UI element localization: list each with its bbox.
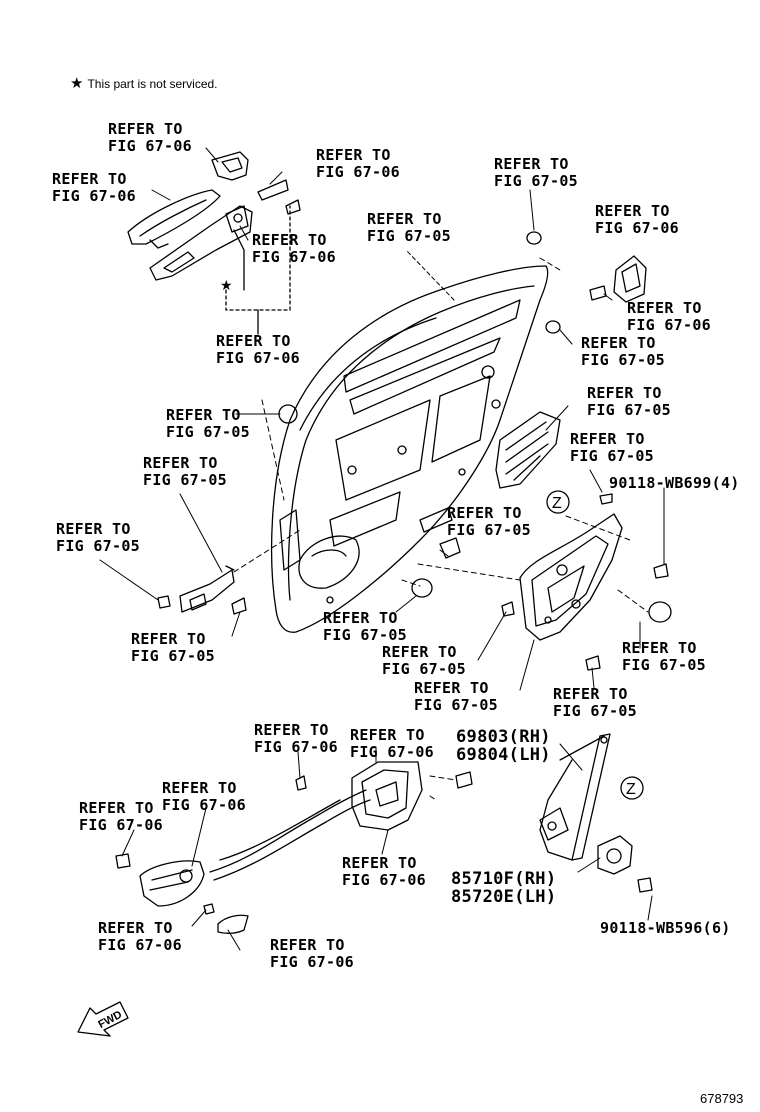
- alignment-lines: [233, 257, 649, 801]
- door-check: [157, 565, 247, 615]
- leader-lines: [99, 147, 665, 951]
- door-panel: [270, 265, 549, 633]
- outer-handle: [127, 189, 221, 249]
- svg-text:Z: Z: [552, 495, 562, 512]
- note-text: This part is not serviced.: [87, 77, 218, 91]
- striker-bracket: [589, 255, 647, 303]
- fwd-arrow: FWD: [77, 1001, 129, 1037]
- plug-far-right: [648, 601, 672, 623]
- regulator-motor: [597, 835, 653, 893]
- window-regulator: [539, 733, 611, 861]
- star-icon: ★: [70, 75, 84, 92]
- not-serviced-star: ★: [220, 278, 233, 294]
- handle-frame: [149, 205, 253, 291]
- not-serviced-note: ★This part is not serviced.: [70, 74, 218, 92]
- handle-seal: [257, 179, 289, 201]
- part-number-bolt-wb596: 90118-WB596(6): [600, 919, 731, 937]
- release-cables: [209, 789, 371, 881]
- inner-handle-bezel: [217, 914, 249, 934]
- part-number-regulator: 69803(RH)69804(LH): [456, 727, 551, 765]
- plug-left: [278, 404, 298, 424]
- svg-text:Z: Z: [626, 781, 636, 798]
- door-latch: [203, 761, 473, 915]
- inner-handle: [115, 853, 205, 907]
- part-number-bolt-wb699: 90118-WB699(4): [609, 474, 740, 492]
- outer-handle-cover: [211, 151, 249, 181]
- bumper: [439, 537, 461, 559]
- door-trim-piece: [495, 411, 561, 489]
- handle-screw: [285, 199, 301, 215]
- part-number-motor: 85710F(RH)85720E(LH): [451, 869, 557, 907]
- plug-bottom: [411, 578, 433, 598]
- zone-marker-top: Z: [546, 490, 570, 514]
- diagram-number: 678793: [700, 1091, 744, 1106]
- door-module-panel: [501, 493, 669, 671]
- grommet-top: [526, 231, 542, 245]
- grommet-right: [545, 320, 561, 334]
- zone-marker-bottom: Z: [620, 776, 644, 800]
